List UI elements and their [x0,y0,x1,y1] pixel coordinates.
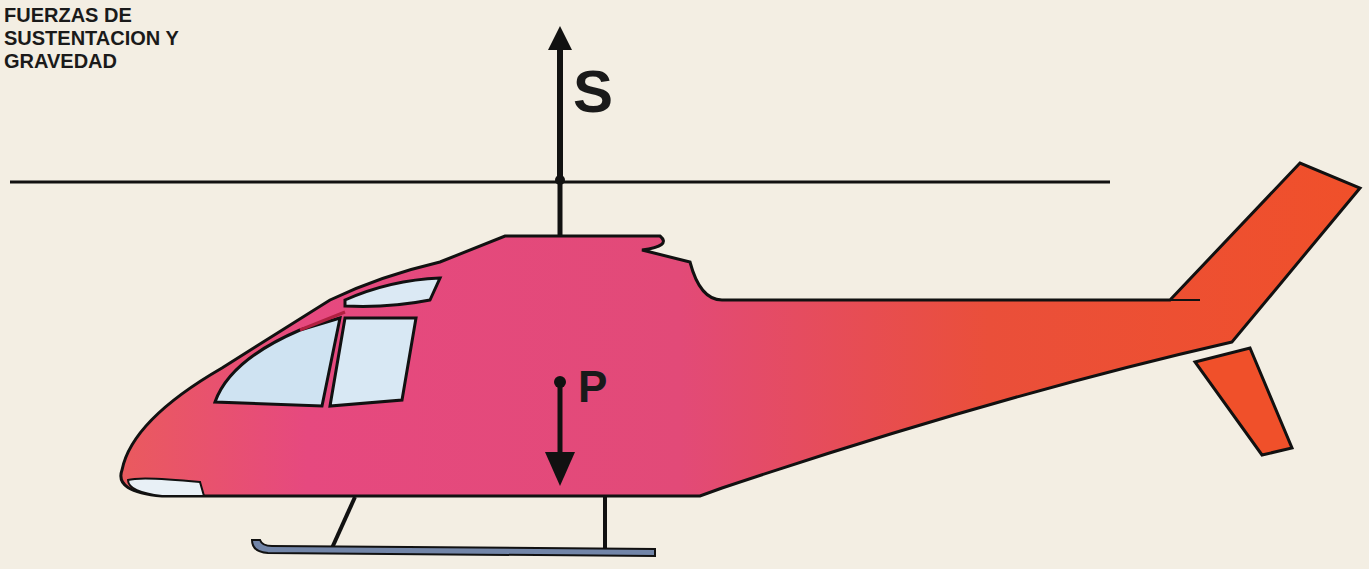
side-window [330,318,416,406]
force-label: S [573,62,613,122]
boom-line [1170,299,1200,301]
roof-window [345,278,440,306]
landing-skid [252,540,655,556]
weight-arrowhead [545,452,575,486]
skid-strut [332,497,355,548]
windshield [215,318,340,406]
force-label: P [578,365,607,409]
figure-title: FUERZAS DE SUSTENTACION Y GRAVEDAD [4,4,209,73]
frame [300,312,345,330]
fuselage [121,163,1360,496]
skid-strut [603,497,607,550]
ventral-fin [1195,348,1292,455]
rotor-hub [555,175,565,185]
lift-arrow [557,38,563,176]
nose-light [128,478,204,496]
rotor-mast [558,182,563,238]
